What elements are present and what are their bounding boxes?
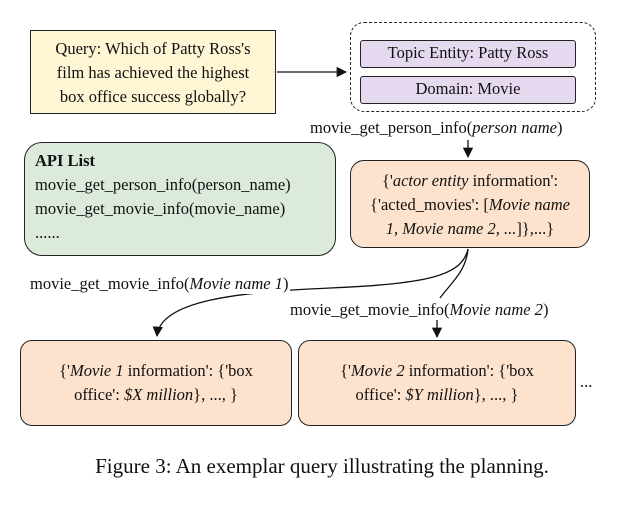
movie1-call-fn: movie_get_movie_info(	[30, 274, 190, 293]
movie1-office-key: office':	[74, 385, 124, 404]
movie-name-text: Movie name	[488, 195, 570, 214]
query-box: Query: Which of Patty Ross's film has ac…	[30, 30, 276, 114]
person-call-close: )	[557, 118, 563, 137]
actor-info-box: {'actor entity information': {'acted_mov…	[350, 160, 590, 248]
actor-line-1: {'actor entity information':	[351, 169, 589, 193]
movie2-open: {'	[340, 361, 351, 380]
api-list-box: API List movie_get_person_info(person_na…	[24, 142, 336, 256]
movie2-box-office-value: $Y million	[405, 385, 474, 404]
acted-movies-key: {'acted_movies': [	[370, 195, 489, 214]
domain-pill: Domain: Movie	[360, 76, 576, 104]
api-item-person: movie_get_person_info(person_name)	[35, 175, 291, 194]
movie-names-text: 1, Movie name 2, ...	[385, 219, 517, 238]
query-line-2: film has achieved the highest	[56, 63, 250, 82]
query-line-1: Query: Which of Patty Ross's	[55, 39, 251, 58]
movie2-call-label: movie_get_movie_info(Movie name 2)	[290, 300, 548, 320]
figure-caption: Figure 3: An exemplar query illustrating…	[95, 454, 549, 478]
actor-line-2: {'acted_movies': [Movie name	[351, 193, 589, 217]
movie2-call-arg: Movie name 2	[449, 300, 543, 319]
movie2-info-text: information': {'box	[404, 361, 534, 380]
movie2-info-box: {'Movie 2 information': {'box office': $…	[298, 340, 576, 426]
movie1-call-label: movie_get_movie_info(Movie name 1)	[30, 274, 291, 294]
person-info-call-label: movie_get_person_info(person name)	[310, 118, 563, 138]
actor-text-open: {'	[381, 171, 393, 190]
person-call-fn: movie_get_person_info(	[310, 118, 473, 137]
topic-entity-pill: Topic Entity: Patty Ross	[360, 40, 576, 68]
person-call-arg: person name	[472, 118, 557, 137]
movie2-line-1: {'Movie 2 information': {'box	[299, 359, 575, 383]
api-item-more: ......	[35, 223, 60, 242]
movie2-line-2: office': $Y million}, ..., }	[299, 383, 575, 407]
movie1-info-text: information': {'box	[123, 361, 253, 380]
api-list-title: API List	[35, 151, 96, 170]
movie2-name: Movie 2	[350, 361, 405, 380]
movie1-line-1: {'Movie 1 information': {'box	[21, 359, 291, 383]
movie2-call-close: )	[542, 300, 549, 319]
actor-text-close: ]},...}	[516, 219, 555, 238]
movie1-info-box: {'Movie 1 information': {'box office': $…	[20, 340, 292, 426]
movie1-open: {'	[59, 361, 70, 380]
entity-group	[350, 22, 596, 112]
actor-info-text: information':	[468, 171, 559, 190]
actor-line-3: 1, Movie name 2, ...]},...}	[351, 217, 589, 241]
movie2-close: }, ..., }	[473, 385, 519, 404]
movie1-call-arg: Movie name 1	[189, 274, 283, 293]
query-line-3: box office success globally?	[59, 87, 247, 106]
movie1-close: }, ..., }	[193, 385, 238, 404]
api-item-movie: movie_get_movie_info(movie_name)	[35, 199, 286, 218]
movie1-name: Movie 1	[69, 361, 124, 380]
actor-entity-text: actor entity	[392, 171, 469, 190]
actor-to-call2-curve	[439, 248, 469, 299]
more-movies-ellipsis: ...	[580, 372, 593, 391]
movie1-line-2: office': $X million}, ..., }	[21, 383, 291, 407]
movie1-box-office-value: $X million	[123, 385, 194, 404]
movie1-call-close: )	[282, 274, 289, 293]
movie2-office-key: office':	[355, 385, 406, 404]
movie2-call-fn: movie_get_movie_info(	[290, 300, 450, 319]
